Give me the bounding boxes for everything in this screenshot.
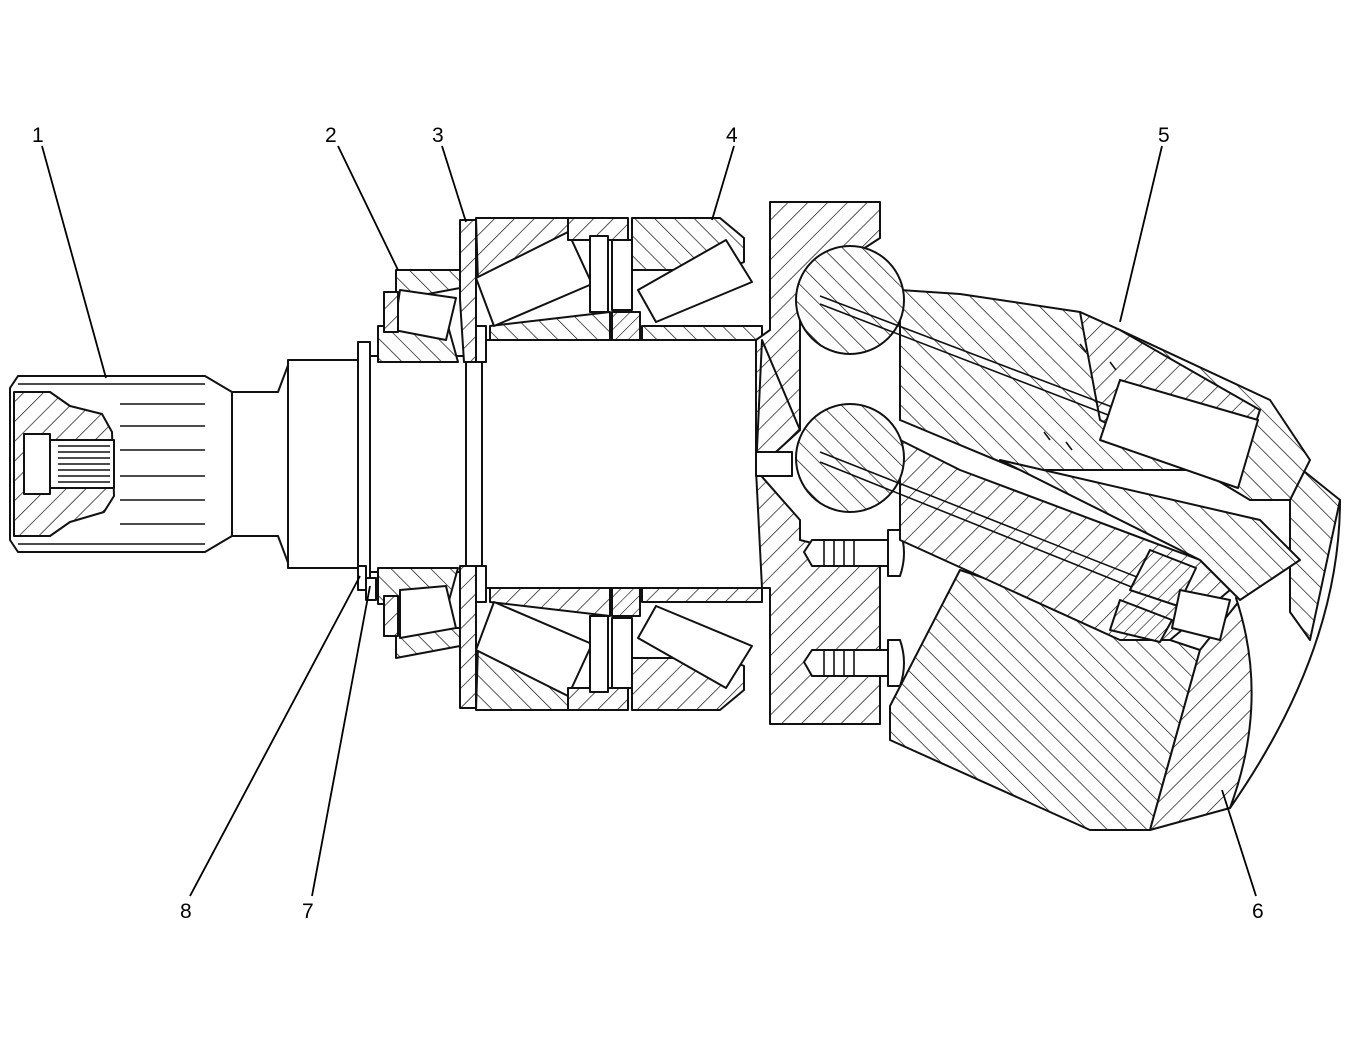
front-tapered-bearing xyxy=(377,269,461,659)
callout-4: 4 xyxy=(726,124,738,147)
leader-4 xyxy=(711,145,735,221)
piston-assembly-lower xyxy=(795,403,1301,643)
drive-flange xyxy=(755,201,905,725)
callout-1: 1 xyxy=(32,124,44,147)
callout-8: 8 xyxy=(180,900,192,923)
leader-5 xyxy=(1119,145,1163,323)
leader-7 xyxy=(311,585,371,897)
callout-5: 5 xyxy=(1158,124,1170,147)
bearing-spacer xyxy=(459,219,487,709)
leader-2 xyxy=(337,145,399,271)
leader-lines xyxy=(41,145,1257,897)
leader-3 xyxy=(441,145,467,223)
splined-shaft-end xyxy=(9,359,361,569)
callout-6: 6 xyxy=(1252,900,1264,923)
callout-7: 7 xyxy=(302,900,314,923)
callout-3: 3 xyxy=(432,124,444,147)
main-tapered-bearings xyxy=(475,217,763,711)
leader-1 xyxy=(41,145,107,379)
leader-6 xyxy=(1221,789,1257,897)
flange-bolt-upper xyxy=(803,529,905,577)
flange-bolt-lower xyxy=(803,639,905,687)
callout-labels: 1 2 3 4 5 6 7 8 xyxy=(32,124,1264,923)
cylinder-block xyxy=(889,459,1341,831)
main-shaft xyxy=(357,339,763,589)
callout-2: 2 xyxy=(325,124,337,147)
leader-8 xyxy=(189,575,361,897)
piston-assembly-upper xyxy=(795,245,1311,501)
